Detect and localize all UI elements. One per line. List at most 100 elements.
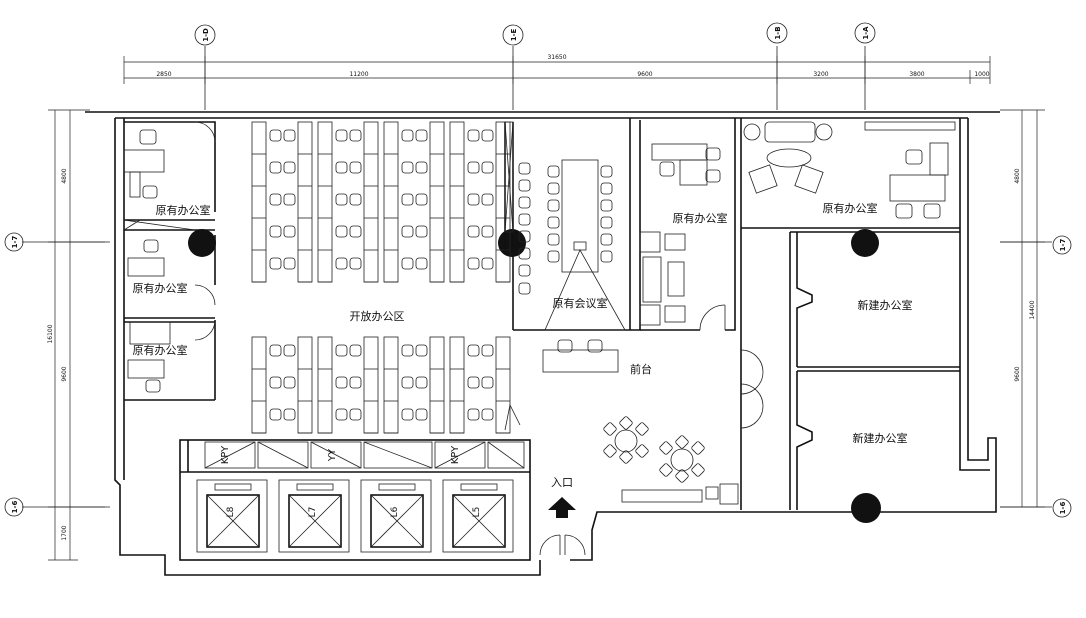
chair <box>283 408 296 421</box>
workstation-block <box>495 336 511 434</box>
chair <box>283 161 296 174</box>
chair <box>467 129 480 142</box>
left-office-partitions: 原有办公室 原有办公室 原有办公室 <box>123 121 216 401</box>
svg-text:1-7: 1-7 <box>1059 239 1067 252</box>
workstation-block <box>363 336 379 434</box>
room-office-center: 原有办公室 <box>673 211 728 225</box>
elevator-label: L7 <box>308 507 318 518</box>
svg-text:1-7: 1-7 <box>11 236 19 249</box>
svg-text:1-6: 1-6 <box>11 501 19 514</box>
lounge-chair <box>659 463 673 477</box>
chair <box>467 408 480 421</box>
chair <box>467 225 480 238</box>
chair <box>349 344 362 357</box>
room-office-mid-left: 原有办公室 <box>133 281 188 295</box>
workstation-block <box>383 121 399 283</box>
chair <box>349 408 362 421</box>
chair <box>283 193 296 206</box>
chair <box>401 257 414 270</box>
chair <box>401 161 414 174</box>
room-open-office: 开放办公区 <box>350 309 405 323</box>
workstation-block <box>317 336 333 434</box>
room-new-office-2: 新建办公室 <box>853 431 908 445</box>
chair <box>518 213 531 226</box>
chair <box>335 193 348 206</box>
chair <box>349 193 362 206</box>
workstation-block <box>429 336 445 434</box>
chair <box>349 129 362 142</box>
chair <box>349 257 362 270</box>
chair <box>518 264 531 277</box>
chair <box>283 257 296 270</box>
chair <box>283 225 296 238</box>
lounge-chair <box>635 422 649 436</box>
svg-text:4800: 4800 <box>61 168 68 183</box>
lounge-chair <box>603 444 617 458</box>
chair <box>415 225 428 238</box>
chair <box>283 376 296 389</box>
elevator-car: L6 <box>360 479 432 553</box>
dim-total: 31650 <box>547 54 566 61</box>
svg-text:1-A: 1-A <box>862 26 870 40</box>
top-right-office: 原有办公室 <box>741 121 960 233</box>
axis-bubble-1a: 1-A <box>854 22 876 44</box>
room-office-low-left: 原有办公室 <box>133 343 188 357</box>
workstation-block <box>317 121 333 283</box>
svg-text:9600: 9600 <box>61 366 68 381</box>
chair <box>415 408 428 421</box>
chair <box>518 196 531 209</box>
chair <box>401 129 414 142</box>
axis-bubbles-top: 1-D 1-E 1-B 1-A <box>194 22 876 110</box>
svg-text:9600: 9600 <box>1014 366 1021 381</box>
chair <box>415 376 428 389</box>
chair <box>349 161 362 174</box>
chair <box>335 225 348 238</box>
lounge-chair <box>659 441 673 455</box>
chair <box>547 199 560 212</box>
chair <box>415 129 428 142</box>
chair <box>349 225 362 238</box>
chair <box>269 225 282 238</box>
chair <box>415 161 428 174</box>
svg-text:1-6: 1-6 <box>1059 502 1067 515</box>
chair <box>283 129 296 142</box>
workstation-block <box>429 121 445 283</box>
svg-text:14400: 14400 <box>1029 300 1036 319</box>
workstation-block <box>383 336 399 434</box>
chair <box>518 162 531 175</box>
chair <box>467 161 480 174</box>
svg-text:1700: 1700 <box>61 525 68 540</box>
lounge-chair <box>619 450 633 464</box>
chair <box>481 129 494 142</box>
svg-text:1-D: 1-D <box>202 28 210 42</box>
chair <box>335 129 348 142</box>
lounge-chair <box>675 469 689 483</box>
chair <box>467 376 480 389</box>
meeting-room: 原有会议室 <box>504 118 641 331</box>
chair <box>481 193 494 206</box>
chair <box>335 161 348 174</box>
elevator-car: L8 <box>196 479 268 553</box>
chair <box>467 193 480 206</box>
workstation-block <box>297 121 313 283</box>
axis-bubble-1d: 1-D <box>194 24 216 46</box>
chair <box>518 282 531 295</box>
lounge-chair <box>603 422 617 436</box>
lounge-chair <box>675 435 689 449</box>
elevator-car: L7 <box>278 479 350 553</box>
room-meeting: 原有会议室 <box>553 296 608 310</box>
chair <box>518 230 531 243</box>
chair <box>335 257 348 270</box>
chair <box>547 233 560 246</box>
chair <box>401 193 414 206</box>
reception-area: 前台 入口 <box>539 339 764 556</box>
elevator-car: L5 <box>442 479 514 553</box>
dim-seg-4: 3200 <box>813 71 828 78</box>
dim-seg-5: 3800 <box>909 71 924 78</box>
chair <box>467 257 480 270</box>
svg-text:4800: 4800 <box>1014 168 1021 183</box>
chair <box>547 182 560 195</box>
elevator-label: L5 <box>472 507 482 518</box>
chair <box>415 193 428 206</box>
center-office: 原有办公室 <box>639 118 742 510</box>
